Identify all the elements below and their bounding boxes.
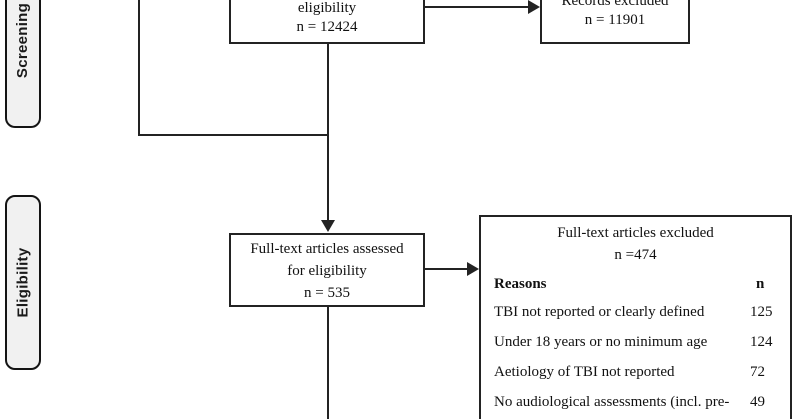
connector-screened-to-excluded <box>425 6 529 8</box>
connector-assessed-to-included <box>327 307 329 419</box>
reasons-header-row: Reasons n <box>481 275 790 294</box>
table-row: TBI not reported or clearly defined 125 <box>494 297 784 327</box>
reason-count: 49 <box>750 393 765 410</box>
fulltext-assessed-count: n = 535 <box>304 285 350 301</box>
connector-upper-left-vertical <box>138 0 140 136</box>
stage-label-eligibility: Eligibility <box>5 195 41 370</box>
fulltext-excluded-panel: Full-text articles excluded n =474 Reaso… <box>479 215 792 419</box>
table-row: No audiological assessments (incl. pre- … <box>494 387 784 417</box>
connector-assessed-to-excluded <box>425 268 468 270</box>
reason-count: 124 <box>750 333 773 350</box>
records-screened-count: n = 12424 <box>296 19 358 35</box>
fulltext-assessed-line-2: for eligibility <box>287 263 367 279</box>
records-excluded-box: Records excluded n = 11901 <box>540 0 690 44</box>
records-excluded-label: Records excluded <box>561 0 669 9</box>
stage-label-screening: Screening <box>5 0 41 128</box>
reasons-table: TBI not reported or clearly defined 125 … <box>481 297 790 417</box>
table-row: Under 18 years or no minimum age 124 <box>494 327 784 357</box>
records-screened-box: eligibility n = 12424 <box>229 0 425 44</box>
reason-count: 72 <box>750 363 765 380</box>
arrowhead-right-icon <box>528 0 540 14</box>
fulltext-excluded-count: n =474 <box>614 247 657 263</box>
connector-upper-left-horizontal <box>138 134 329 136</box>
fulltext-excluded-title-line: Full-text articles excluded <box>557 225 714 241</box>
records-screened-line-1: eligibility <box>297 0 357 16</box>
arrowhead-right-icon <box>467 262 479 276</box>
reason-label: TBI not reported or clearly defined <box>494 303 705 320</box>
fulltext-excluded-title: Full-text articles excluded n =474 <box>481 217 790 266</box>
fulltext-assessed-box: Full-text articles assessed for eligibil… <box>229 233 425 307</box>
reasons-header-label: Reasons <box>494 276 547 292</box>
reason-label: Under 18 years or no minimum age <box>494 333 708 350</box>
arrowhead-down-icon <box>321 220 335 232</box>
reason-count: 125 <box>750 303 773 320</box>
connector-screened-to-assessed <box>327 44 329 221</box>
reasons-header-count: n <box>756 276 765 292</box>
stage-label-screening-text: Screening <box>14 2 32 79</box>
records-excluded-count: n = 11901 <box>584 12 646 28</box>
stage-label-eligibility-text: Eligibility <box>14 247 32 318</box>
reason-label: Aetiology of TBI not reported <box>494 363 675 380</box>
reason-label: No audiological assessments (incl. pre- <box>494 393 730 410</box>
table-row: Aetiology of TBI not reported 72 <box>494 357 784 387</box>
fulltext-assessed-line-1: Full-text articles assessed <box>250 241 404 257</box>
